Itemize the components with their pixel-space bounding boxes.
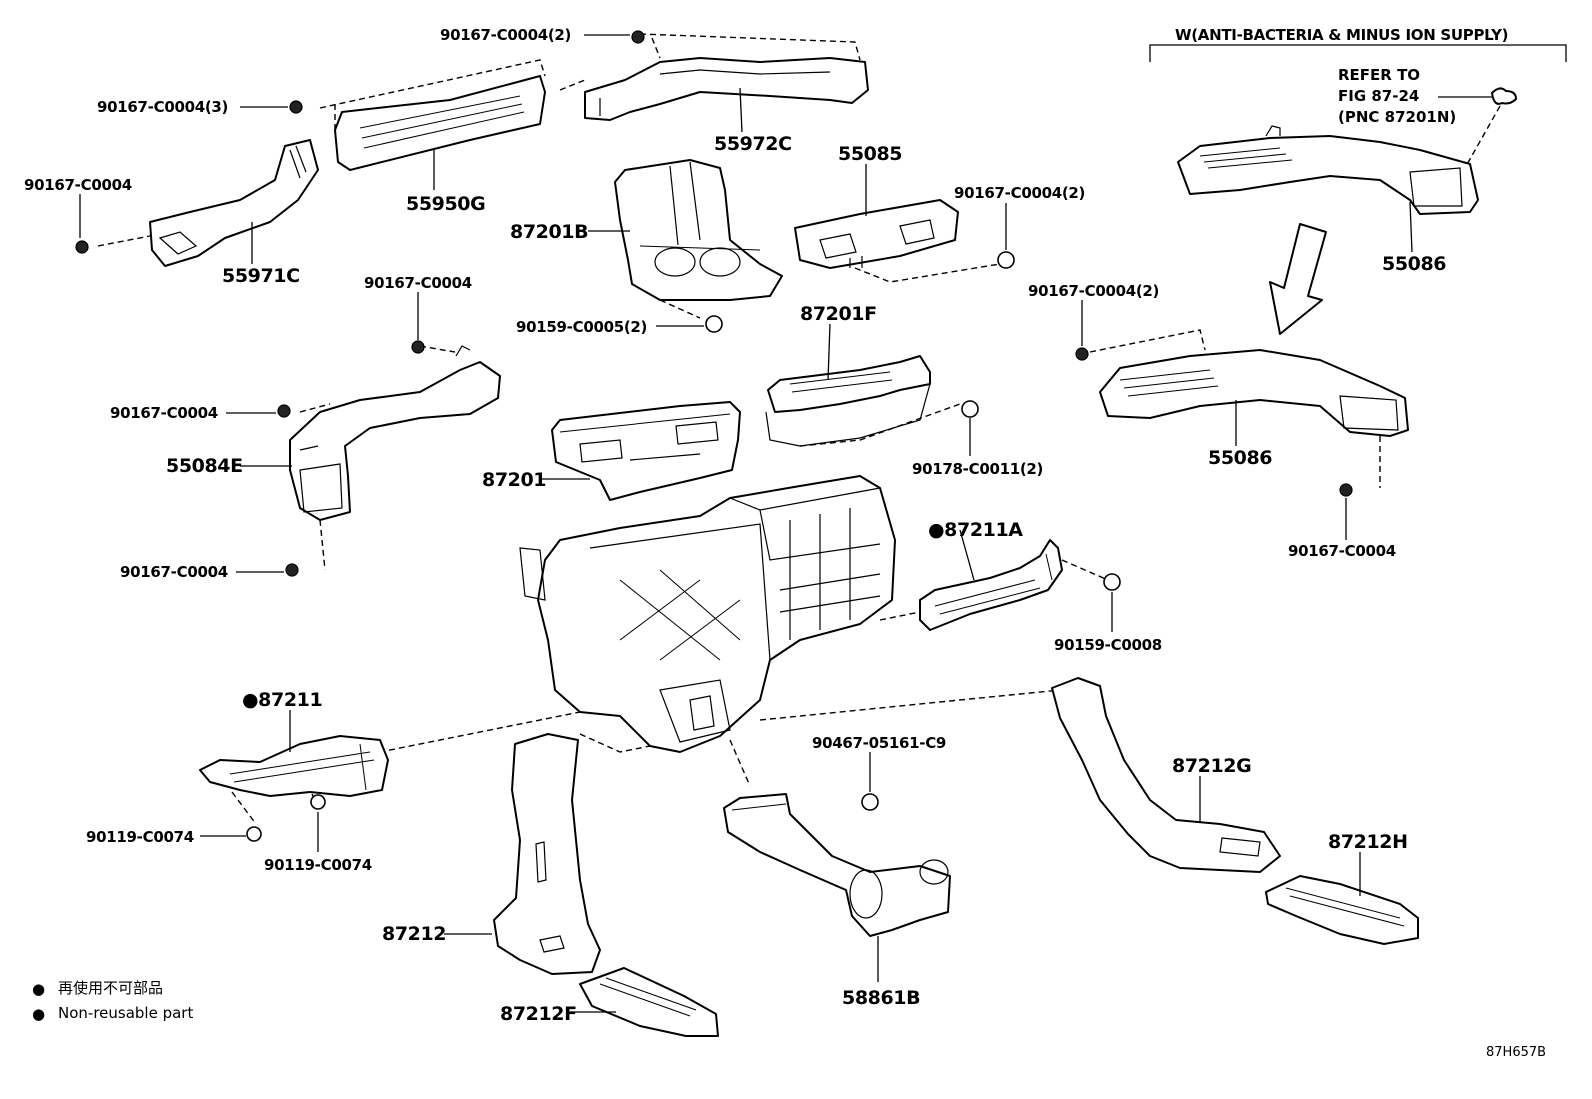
clip-icon xyxy=(277,404,291,418)
part-labels: 90167-C0004(2) 90167-C0004(3) 90167-C000… xyxy=(24,26,1447,1025)
duct-58861b xyxy=(723,793,951,937)
label-87211: ●87211 xyxy=(242,689,322,711)
label-90167-c0004-r: 90167-C0004 xyxy=(1288,542,1396,560)
leader-lines xyxy=(79,34,1413,1013)
label-90119-c0074-b: 90119-C0074 xyxy=(264,856,372,874)
label-87212g: 87212G xyxy=(1172,755,1251,777)
variant-bracket: W(ANTI-BACTERIA & MINUS ION SUPPLY) xyxy=(1149,26,1567,62)
label-55086-mid: 55086 xyxy=(1208,447,1272,469)
label-90178-c0011-2: 90178-C0011(2) xyxy=(912,460,1043,478)
clip-icon xyxy=(1339,483,1353,497)
clip-icon xyxy=(631,30,645,44)
label-90167-c0004-2-mid: 90167-C0004(2) xyxy=(954,184,1085,202)
bolt-icon xyxy=(310,794,326,810)
label-90167-c0004-left: 90167-C0004 xyxy=(24,176,132,194)
clip-icon xyxy=(861,793,879,811)
fastener-clips xyxy=(75,30,1353,842)
label-55084e: 55084E xyxy=(166,455,243,477)
label-90167-c0004-2-right: 90167-C0004(2) xyxy=(1028,282,1159,300)
label-55972c: 55972C xyxy=(714,133,792,155)
label-87201f: 87201F xyxy=(800,303,877,325)
label-87212h: 87212H xyxy=(1328,831,1408,853)
clip-icon xyxy=(75,240,89,254)
label-87211a: ●87211A xyxy=(928,519,1023,541)
label-90167-c0004-l2: 90167-C0004 xyxy=(110,404,218,422)
label-90159-c0005-2: 90159-C0005(2) xyxy=(516,318,647,336)
label-87212: 87212 xyxy=(382,923,446,945)
refer-line-3: (PNC 87201N) xyxy=(1338,108,1456,126)
clip-icon xyxy=(411,340,425,354)
housing-87201b xyxy=(614,159,783,319)
legend: ● 再使用不可部品 ● Non-reusable part xyxy=(32,979,193,1023)
label-90467-05161-c9: 90467-05161-C9 xyxy=(812,734,946,752)
duct-87212g xyxy=(1051,677,1281,873)
arrow-indicator xyxy=(1269,223,1327,335)
legend-jp-text: 再使用不可部品 xyxy=(58,979,163,997)
refer-note: REFER TO FIG 87-24 (PNC 87201N) xyxy=(1338,66,1517,169)
label-90167-c0004-3: 90167-C0004(3) xyxy=(97,98,228,116)
duct-55086-mid xyxy=(1089,329,1409,488)
legend-bullet-jp: ● xyxy=(32,980,45,998)
clip-icon xyxy=(1075,347,1089,361)
duct-87212h xyxy=(1265,875,1419,945)
label-55971c: 55971C xyxy=(222,265,300,287)
label-90167-c0004-mid: 90167-C0004 xyxy=(364,274,472,292)
hvac-unit-assembly xyxy=(339,475,1061,787)
label-90159-c0008: 90159-C0008 xyxy=(1054,636,1162,654)
label-55085: 55085 xyxy=(838,143,902,165)
duct-55972c xyxy=(559,33,869,121)
clip-icon xyxy=(997,251,1015,269)
clip-icon xyxy=(961,400,979,418)
label-55086-top: 55086 xyxy=(1382,253,1446,275)
duct-87212f xyxy=(579,967,719,1037)
bolt-icon xyxy=(246,826,262,842)
label-58861b: 58861B xyxy=(842,987,920,1009)
duct-87211 xyxy=(199,735,389,825)
duct-87211a xyxy=(919,539,1109,631)
label-87201: 87201 xyxy=(482,469,546,491)
housing-87201 xyxy=(551,401,741,501)
clip-icon xyxy=(289,100,303,114)
illustration-id: 87H657B xyxy=(1486,1045,1546,1060)
label-55950g: 55950G xyxy=(406,193,485,215)
duct-87212 xyxy=(493,733,601,975)
duct-55084e xyxy=(289,345,501,571)
legend-bullet-en: ● xyxy=(32,1005,45,1023)
duct-55950g xyxy=(319,59,546,171)
bolt-icon xyxy=(1103,573,1121,591)
legend-en-text: Non-reusable part xyxy=(58,1004,193,1022)
duct-55086-top xyxy=(1177,125,1479,215)
label-87212f: 87212F xyxy=(500,1003,577,1025)
duct-55085 xyxy=(794,199,1001,283)
refer-line-1: REFER TO xyxy=(1338,66,1420,84)
label-90119-c0074-a: 90119-C0074 xyxy=(86,828,194,846)
label-87201b: 87201B xyxy=(510,221,588,243)
label-90167-c0004-2-top: 90167-C0004(2) xyxy=(440,26,571,44)
refer-line-2: FIG 87-24 xyxy=(1338,87,1419,105)
variant-title: W(ANTI-BACTERIA & MINUS ION SUPPLY) xyxy=(1175,26,1508,44)
housing-87201f xyxy=(765,355,961,447)
bolt-icon xyxy=(705,315,723,333)
duct-55971c xyxy=(97,139,319,267)
clip-icon xyxy=(285,563,299,577)
label-90167-c0004-l3: 90167-C0004 xyxy=(120,563,228,581)
